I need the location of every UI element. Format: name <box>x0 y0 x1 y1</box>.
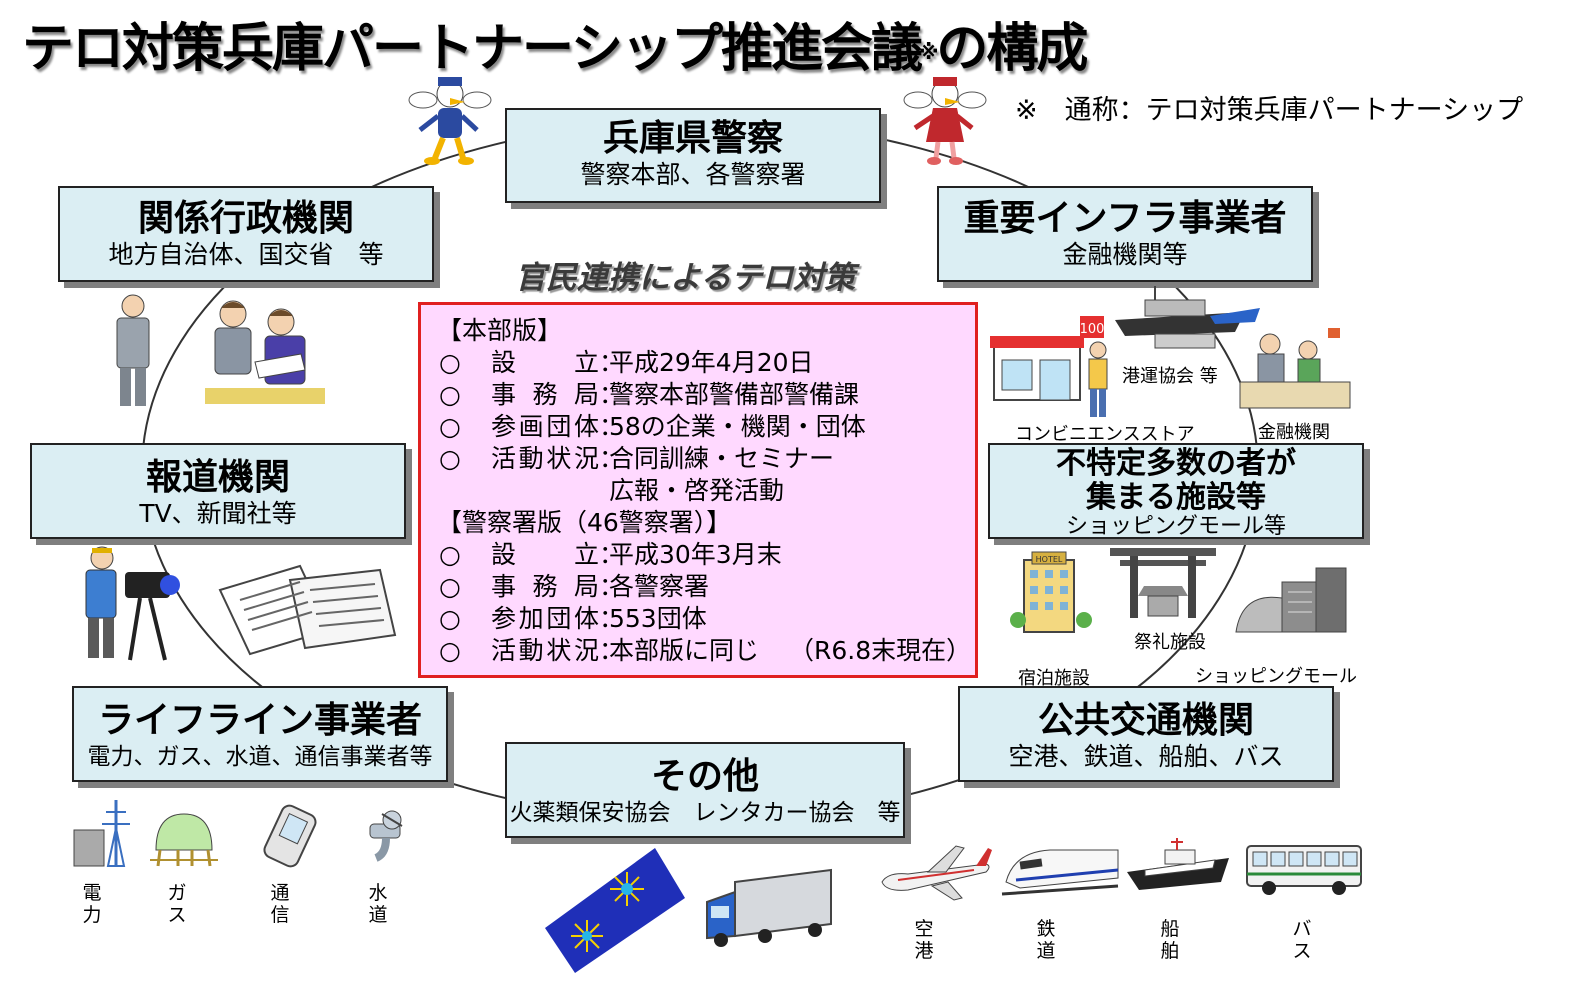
caption-hotel: 宿泊施設 <box>1018 668 1090 689</box>
box-public-transport-sub: 空港、鉄道、船舶、バス <box>1008 742 1284 771</box>
station-header: 【警察署版（46警察署）】 <box>437 508 732 537</box>
center-caption: 官民連携によるテロ対策 <box>515 260 856 296</box>
caption-bank: 金融機関 <box>1258 422 1330 443</box>
caption-ships: 船舶 <box>1160 918 1180 962</box>
page-title: テロ対策兵庫パートナーシップ推進会議※の構成 <box>22 19 1088 79</box>
truck-illustration <box>706 868 832 947</box>
box-crowded-facilities-title-1: 不特定多数の者が <box>1056 446 1296 481</box>
station-row-established: ○設立：平成30年3月末 <box>439 540 782 569</box>
hq-row-activities-cont: 広報・啓発活動 <box>609 476 785 505</box>
police-mascot-male-illustration <box>408 77 492 165</box>
as-of-date: （R6.8末現在） <box>789 636 972 665</box>
caption-telecom: 通信 <box>270 882 290 926</box>
caption-convenience-store: コンビニエンスストア <box>1015 424 1195 445</box>
caption-power: 電力 <box>82 882 102 926</box>
shopping-mall-illustration <box>1235 567 1347 633</box>
hq-row-established: ○設立：平成29年4月20日 <box>439 348 814 377</box>
mobile-phone-icon <box>263 804 317 868</box>
info-panel: 【本部版】 ○設立：平成29年4月20日 ○事務局：警察本部警備部警備課 ○参画… <box>418 302 978 678</box>
box-hyogo-police-title: 兵庫県警察 <box>602 118 783 159</box>
box-hyogo-police: 兵庫県警察 警察本部、各警察署 <box>505 108 881 203</box>
box-public-transport-title: 公共交通機関 <box>1037 700 1254 741</box>
airplane-illustration <box>881 845 992 901</box>
box-others: その他 火薬類保安協会 レンタカー協会 等 <box>505 742 905 838</box>
caption-shopping-mall: ショッピングモール <box>1195 666 1357 687</box>
hq-row-members: ○参画団体：58の企業・機関・団体 <box>439 412 866 441</box>
store-sign: 100 <box>1080 322 1105 337</box>
box-public-transport: 公共交通機関 空港、鉄道、船舶、バス <box>958 686 1334 782</box>
box-related-admin-title: 関係行政機関 <box>137 198 354 239</box>
bullet-train-illustration <box>1001 849 1119 896</box>
box-related-admin: 関係行政機関 地方自治体、国交省 等 <box>58 186 434 282</box>
box-critical-infra: 重要インフラ事業者 金融機関等 <box>937 186 1313 282</box>
bank-counter-illustration <box>1239 328 1351 409</box>
box-media: 報道機関 TV、新聞社等 <box>30 443 406 539</box>
water-faucet-icon <box>369 810 403 862</box>
box-lifeline-sub: 電力、ガス、水道、通信事業者等 <box>87 744 433 770</box>
box-hyogo-police-sub: 警察本部、各警察署 <box>580 160 806 189</box>
caption-gas: ガス <box>167 882 187 926</box>
box-media-title: 報道機関 <box>145 457 290 498</box>
shopper-illustration <box>1088 341 1108 417</box>
nickname-note: ※ 通称：テロ対策兵庫パートナーシップ <box>1015 95 1524 126</box>
tv-camera-illustration <box>85 546 180 661</box>
officials-illustration <box>116 294 325 406</box>
box-media-sub: TV、新聞社等 <box>139 499 297 528</box>
box-crowded-facilities: 不特定多数の者が 集まる施設等 ショッピングモール等 <box>988 443 1364 539</box>
station-row-activities: ○活動状況：本部版に同じ（R6.8末現在） <box>439 636 972 665</box>
box-others-title: その他 <box>650 756 759 797</box>
newspapers-illustration <box>218 564 397 656</box>
bus-illustration <box>1246 845 1362 895</box>
box-lifeline-title: ライフライン事業者 <box>97 700 422 741</box>
box-others-sub: 火薬類保安協会 レンタカー協会 等 <box>509 800 901 826</box>
box-lifeline: ライフライン事業者 電力、ガス、水道、通信事業者等 <box>72 686 448 782</box>
ship-illustration <box>1127 838 1229 890</box>
caption-bus: バス <box>1292 918 1312 962</box>
caption-port-association: 港運協会 等 <box>1122 366 1218 387</box>
box-critical-infra-title: 重要インフラ事業者 <box>963 198 1287 239</box>
cargo-ship-illustration <box>1115 286 1260 349</box>
hotel-sign: HOTEL <box>1036 555 1063 564</box>
convenience-store-illustration: 100 <box>990 316 1105 401</box>
hq-row-activities: ○活動状況：合同訓練・セミナー <box>439 444 835 473</box>
box-crowded-facilities-sub: ショッピングモール等 <box>1065 514 1286 539</box>
fireworks-illustration <box>545 848 685 973</box>
police-mascot-female-illustration <box>903 77 987 165</box>
gas-tank-icon <box>150 813 218 867</box>
hotel-illustration: HOTEL <box>1010 551 1092 633</box>
station-row-members: ○参加団体：553団体 <box>439 604 707 633</box>
box-crowded-facilities-title-2: 集まる施設等 <box>1086 480 1266 515</box>
hq-header: 【本部版】 <box>437 316 563 345</box>
power-plant-icon <box>73 800 130 867</box>
shrine-illustration <box>1110 548 1216 618</box>
caption-shrine: 祭礼施設 <box>1134 632 1206 653</box>
caption-water: 水道 <box>368 882 388 926</box>
caption-railway: 鉄道 <box>1036 918 1056 962</box>
box-related-admin-sub: 地方自治体、国交省 等 <box>108 240 384 269</box>
box-critical-infra-sub: 金融機関等 <box>1062 240 1188 269</box>
hq-row-secretariat: ○事務局：警察本部警備部警備課 <box>439 380 860 409</box>
caption-airport: 空港 <box>914 918 934 962</box>
station-row-secretariat: ○事務局：各警察署 <box>439 572 710 601</box>
